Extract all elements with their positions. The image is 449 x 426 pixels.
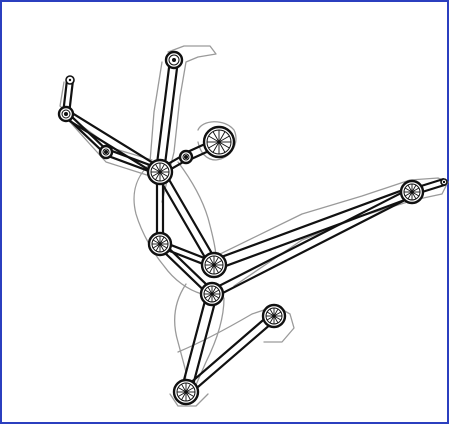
pulley-wheel-icon — [202, 253, 226, 277]
pulley-wheel-icon — [401, 181, 423, 203]
pulley-wheel-icon — [441, 179, 447, 185]
pulley-wheel-icon — [148, 160, 172, 184]
pulley-wheel-icon — [149, 233, 171, 255]
link-group — [63, 60, 445, 396]
pulley-group — [59, 52, 447, 404]
pulley-wheel-icon — [180, 151, 192, 163]
pulley-wheel-icon — [166, 52, 182, 68]
link-bar — [212, 187, 413, 269]
pulley-wheel-icon — [100, 146, 112, 158]
pulley-wheel-icon — [59, 107, 73, 121]
pulley-wheel-icon — [263, 305, 285, 327]
body-silhouette — [60, 46, 448, 406]
pulley-wheel-icon — [204, 127, 234, 157]
pulley-wheel-icon — [66, 76, 74, 84]
pulley-wheel-icon — [201, 283, 223, 305]
pulley-wheel-icon — [174, 380, 198, 404]
